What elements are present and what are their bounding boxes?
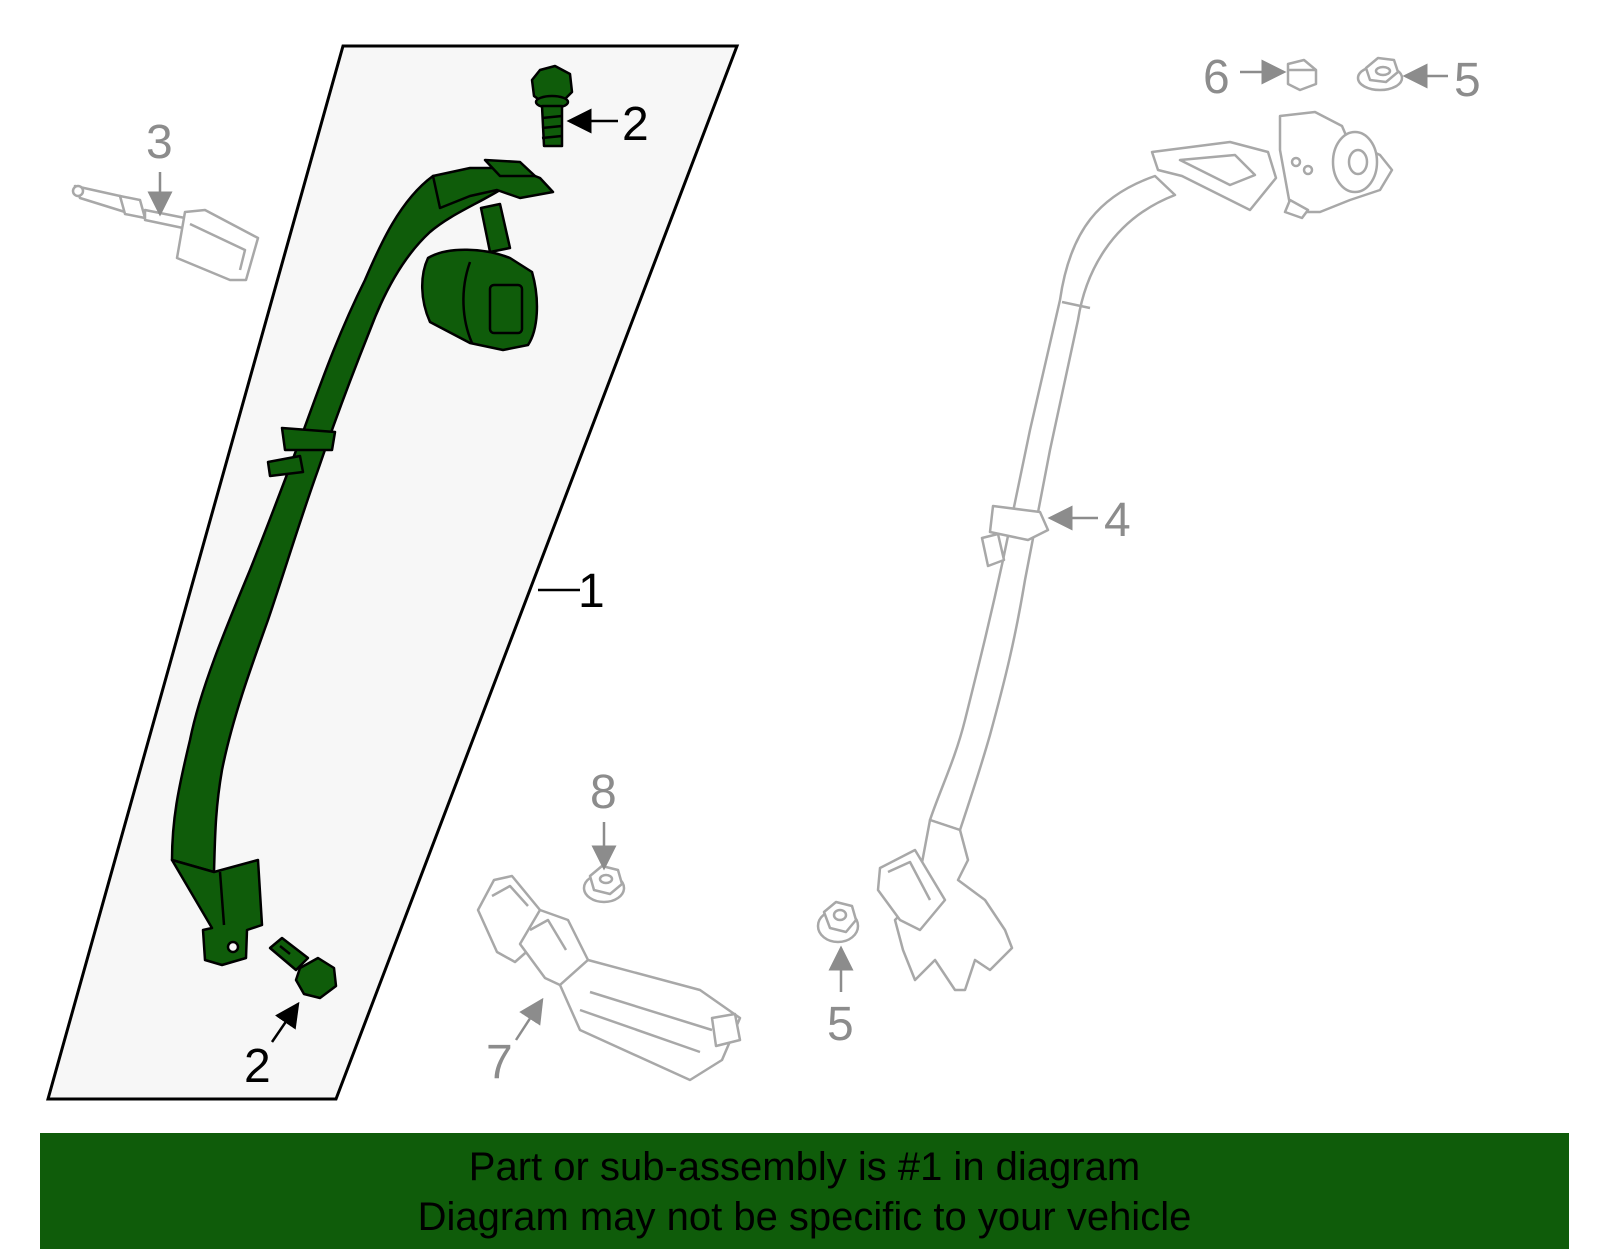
banner-line-1: Part or sub-assembly is #1 in diagram [468,1145,1141,1189]
part-2-bolt-top[interactable] [530,64,574,148]
callout-2-bottom: 2 [244,1040,271,1093]
callout-4: 4 [1104,494,1131,547]
banner-line-2: Diagram may not be specific to your vehi… [417,1195,1192,1239]
part-7-buckle-assembly[interactable] [476,874,742,1082]
callout-8: 8 [590,766,617,819]
callout-1: 1 [578,565,605,618]
part-1-seat-belt-assembly[interactable] [170,158,555,967]
part-5-nut-top[interactable] [1356,56,1404,92]
callout-3: 3 [146,116,173,169]
callout-5-top: 5 [1454,54,1481,107]
part-6-cap[interactable] [1286,58,1318,92]
callout-5-bottom: 5 [827,998,854,1051]
part-1-panel [46,44,740,1101]
part-2-bolt-bottom[interactable] [268,936,338,1000]
leader-lines [147,59,1448,1043]
callout-7: 7 [486,1036,513,1089]
callout-2-top: 2 [622,98,649,151]
part-3-buckle[interactable] [71,184,260,282]
part-5-nut-bottom[interactable] [816,900,860,944]
part-4-seat-belt[interactable] [876,110,1394,992]
part-8-nut[interactable] [582,864,626,904]
info-banner: Part or sub-assembly is #1 in diagram Di… [40,1133,1569,1249]
callout-6: 6 [1203,51,1230,104]
